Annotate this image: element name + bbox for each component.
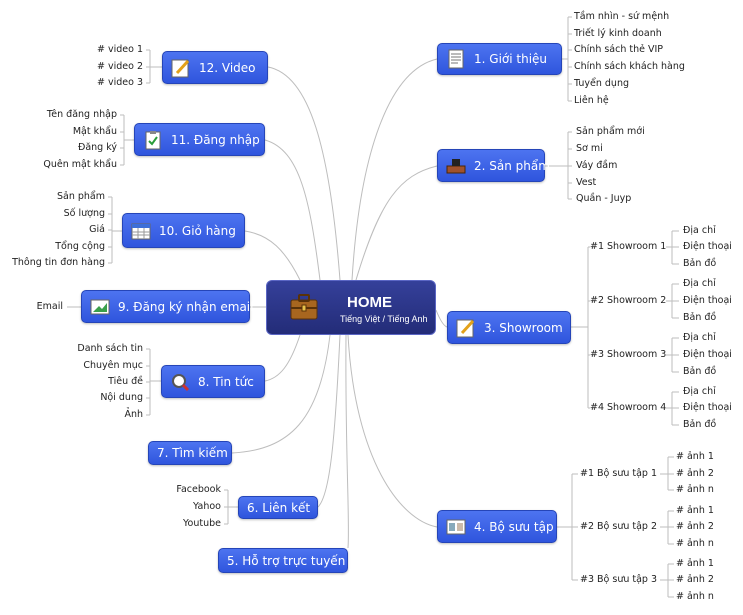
leaf-item[interactable]: Quên mật khẩu (43, 159, 117, 170)
leaf-item[interactable]: Liên hệ (574, 95, 609, 106)
group-label[interactable]: #2 Showroom 2 (590, 295, 667, 306)
node-bo-suu-tap[interactable]: 4. Bộ sưu tập (437, 510, 557, 543)
leaf-item[interactable]: # ảnh n (676, 484, 714, 495)
home-subtitle: Tiếng Việt / Tiếng Anh (340, 314, 428, 324)
album-icon (446, 519, 466, 534)
leaf-item[interactable]: Địa chỉ (683, 332, 716, 343)
leaf-item[interactable]: Tầm nhìn - sứ mệnh (574, 11, 670, 22)
leaf-item[interactable]: Bản đồ (683, 312, 717, 323)
node-tim-kiem[interactable]: 7. Tìm kiếm (148, 441, 232, 465)
leaf-item[interactable]: Quần - Juyp (576, 193, 632, 204)
pencil-paper-icon (456, 319, 475, 337)
leaf-item[interactable]: Tổng cộng (55, 241, 105, 252)
node-gio-hang[interactable]: 10. Giỏ hàng (122, 213, 245, 248)
leaf-item[interactable]: Địa chỉ (683, 225, 716, 236)
node-label: 12. Video (199, 60, 256, 75)
leaf-item[interactable]: Váy đầm (576, 160, 618, 171)
group-label[interactable]: #1 Showroom 1 (590, 241, 667, 252)
leaf-item[interactable]: Địa chỉ (683, 386, 716, 397)
node-label: 11. Đăng nhập (171, 132, 260, 147)
node-label: 10. Giỏ hàng (159, 223, 236, 238)
node-ho-tro-truc-tuyen[interactable]: 5. Hỗ trợ trực tuyến (218, 548, 348, 573)
leaf-item[interactable]: # video 3 (97, 77, 143, 88)
chart-image-icon (90, 299, 110, 314)
leaf-item[interactable]: Facebook (176, 484, 221, 495)
group-label[interactable]: #2 Bộ sưu tập 2 (580, 521, 658, 532)
leaf-item[interactable]: # video 1 (97, 44, 143, 55)
leaf-item[interactable]: # ảnh 2 (676, 468, 714, 479)
leaf-item[interactable]: Youtube (183, 518, 221, 529)
node-gioi-thieu[interactable]: 1. Giới thiệu (437, 43, 562, 75)
spreadsheet-icon (131, 223, 151, 239)
leaf-item[interactable]: Vest (576, 177, 597, 188)
leaf-item[interactable]: Email (36, 301, 63, 312)
node-san-pham[interactable]: 2. Sản phẩm (437, 149, 550, 182)
node-label: 5. Hỗ trợ trực tuyến (227, 553, 346, 568)
node-label: 2. Sản phẩm (474, 158, 550, 173)
leaf-item[interactable]: Tên đăng nhập (46, 109, 117, 120)
leaf-item[interactable]: # ảnh 1 (676, 505, 714, 516)
home-node[interactable]: HOME Tiếng Việt / Tiếng Anh (266, 280, 436, 335)
leaf-item[interactable]: # video 2 (97, 61, 143, 72)
leaf-item[interactable]: Chính sách thẻ VIP (574, 44, 664, 55)
leaf-item[interactable]: Tiêu đề (108, 376, 143, 387)
clipboard-check-icon (145, 130, 161, 149)
leaf-item[interactable]: Đăng ký (77, 142, 117, 153)
node-label: 7. Tìm kiếm (157, 446, 228, 460)
leaf-item[interactable]: # ảnh 1 (676, 558, 714, 569)
pencil-paper-icon (171, 59, 190, 77)
leaf-item[interactable]: Bản đồ (683, 366, 717, 377)
leaf-item[interactable]: # ảnh 2 (676, 574, 714, 585)
leaf-item[interactable]: Bản đồ (683, 258, 717, 269)
desk-icon (446, 158, 466, 173)
node-label: 8. Tin tức (198, 374, 254, 389)
group-label[interactable]: #1 Bộ sưu tập 1 (580, 468, 658, 479)
leaf-item[interactable]: # ảnh 2 (676, 521, 714, 532)
leaf-item[interactable]: Số lượng (63, 208, 105, 219)
leaf-item[interactable]: Bản đồ (683, 419, 717, 430)
node-lien-ket[interactable]: 6. Liên kết (238, 496, 318, 519)
leaf-item[interactable]: Ảnh (124, 409, 143, 420)
briefcase-icon (290, 294, 318, 320)
node-video[interactable]: 12. Video (162, 51, 268, 84)
node-label: 9. Đăng ký nhận email (118, 299, 254, 314)
leaf-item[interactable]: Điện thoại (683, 349, 732, 360)
leaf-item[interactable]: Sơ mi (576, 143, 603, 154)
node-dang-nhap[interactable]: 11. Đăng nhập (134, 123, 265, 156)
leaf-item[interactable]: Yahoo (193, 501, 221, 512)
leaf-item[interactable]: Điện thoại (683, 402, 732, 413)
node-dang-ky-email[interactable]: 9. Đăng ký nhận email (81, 290, 254, 323)
node-label: 3. Showroom (484, 320, 563, 335)
leaf-item[interactable]: Điện thoại (683, 295, 732, 306)
leaf-item[interactable]: Điện thoại (683, 241, 732, 252)
node-label: 4. Bộ sưu tập (474, 519, 554, 534)
node-showroom[interactable]: 3. Showroom (447, 311, 571, 344)
leaf-item[interactable]: Nội dung (100, 392, 143, 403)
document-icon (448, 49, 464, 69)
leaf-item[interactable]: # ảnh n (676, 538, 714, 549)
leaf-item[interactable]: Triết lý kinh doanh (574, 28, 662, 39)
group-label[interactable]: #3 Bộ sưu tập 3 (580, 574, 658, 585)
node-label: 6. Liên kết (247, 500, 311, 515)
leaf-item[interactable]: Địa chỉ (683, 278, 716, 289)
leaf-item[interactable]: Danh sách tin (77, 343, 143, 354)
leaf-item[interactable]: Mật khẩu (72, 126, 117, 137)
leaf-item[interactable]: Chính sách khách hàng (574, 61, 685, 72)
node-label: 1. Giới thiệu (474, 52, 548, 66)
leaf-item[interactable]: Sản phẩm (56, 191, 105, 202)
leaf-item[interactable]: # ảnh 1 (676, 451, 714, 462)
leaf-item[interactable]: Tuyển dụng (574, 78, 629, 89)
leaf-item[interactable]: Giá (89, 224, 105, 235)
group-label[interactable]: #4 Showroom 4 (590, 402, 667, 413)
leaf-item[interactable]: Sản phẩm mới (576, 126, 645, 137)
leaf-item[interactable]: Thông tin đơn hàng (12, 257, 105, 268)
leaf-item[interactable]: Chuyên mục (83, 360, 143, 371)
home-title: HOME (347, 294, 392, 311)
node-tin-tuc[interactable]: 8. Tin tức (161, 365, 265, 398)
group-label[interactable]: #3 Showroom 3 (590, 349, 667, 360)
leaf-item[interactable]: # ảnh n (676, 591, 714, 602)
magnifier-icon (172, 373, 190, 391)
